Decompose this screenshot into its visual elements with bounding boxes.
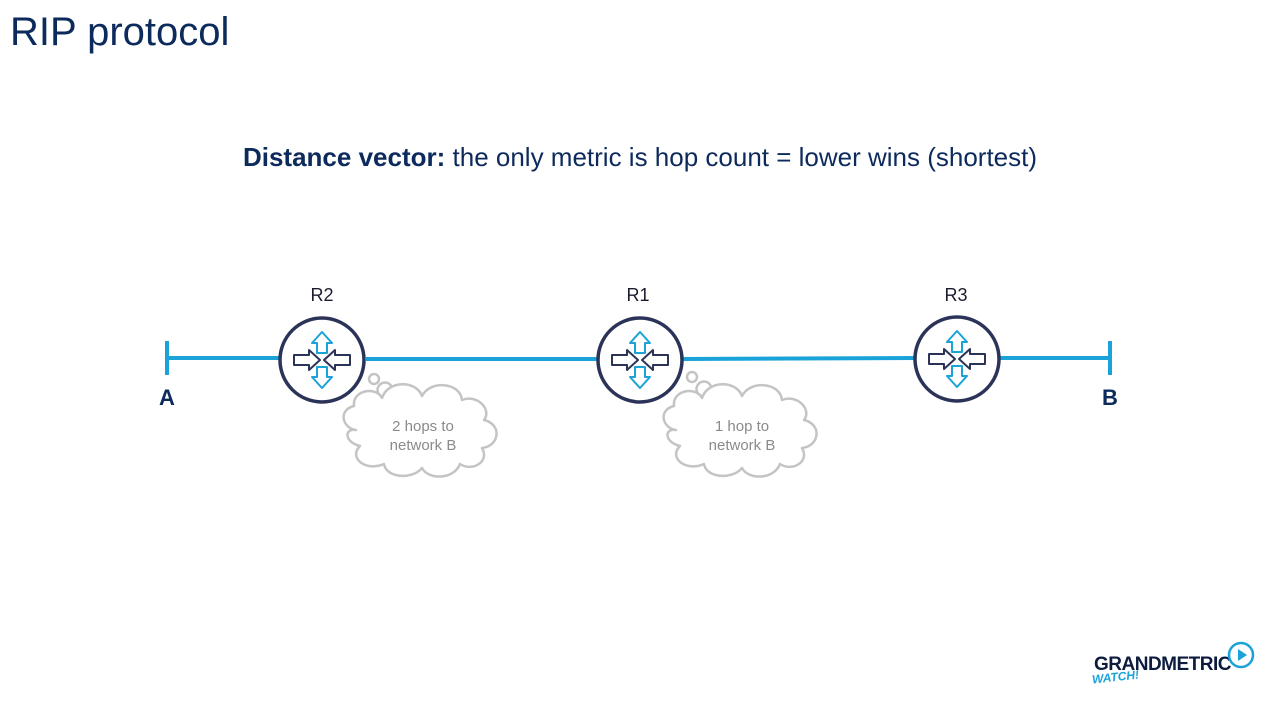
router-r2 <box>278 316 366 404</box>
router-label-r1: R1 <box>626 285 650 305</box>
thought-cloud-r2 <box>342 372 498 478</box>
subtitle-rest: the only metric is hop count = lower win… <box>445 142 1038 172</box>
play-circle-icon <box>1227 641 1255 669</box>
endpoint-label-b: B <box>1102 385 1118 410</box>
grandmetric-logo: GRANDMETRIC WATCH! <box>1091 640 1262 690</box>
thought-cloud-r1 <box>662 370 818 478</box>
thought-text-r1: 1 hop to network B <box>672 417 812 455</box>
link-r1-r3 <box>682 356 917 361</box>
router-r3 <box>913 315 1001 403</box>
thought-line: 2 hops to <box>392 418 454 435</box>
router-r1 <box>596 316 684 404</box>
thought-text-r2: 2 hops to network B <box>353 417 493 455</box>
router-label-r2: R2 <box>310 285 334 305</box>
thought-line: network B <box>708 437 776 454</box>
thought-line: network B <box>389 437 457 454</box>
logo-wordmark: GRANDMETRIC <box>1094 654 1232 675</box>
subtitle-bold: Distance vector: <box>242 142 446 172</box>
thought-line: 1 hop to <box>714 418 770 435</box>
router-label-r3: R3 <box>944 285 968 305</box>
page-title: RIP protocol <box>10 10 230 54</box>
endpoint-label-a: A <box>159 385 175 410</box>
subtitle: Distance vector: the only metric is hop … <box>0 142 1280 173</box>
